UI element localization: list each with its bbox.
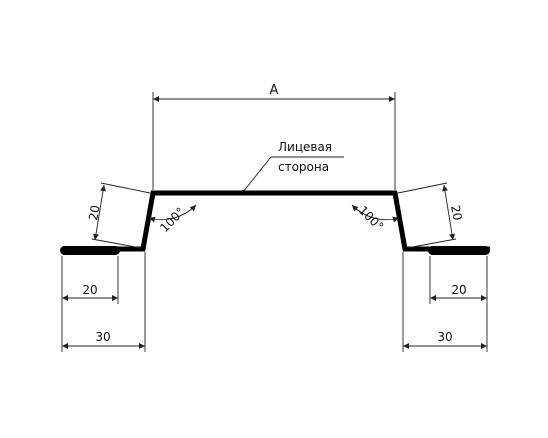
width-left-label: 30	[95, 330, 110, 344]
height-right-ext-bottom	[406, 238, 457, 249]
face-leader	[242, 156, 272, 193]
flange-left-label: 20	[82, 283, 97, 297]
hem-right	[428, 246, 490, 255]
height-right-line	[442, 184, 455, 241]
width-right-label: 30	[437, 330, 452, 344]
angle-arc-right	[351, 204, 400, 223]
angle-label-left: 100°	[157, 205, 187, 235]
angle-arc-left	[148, 204, 197, 223]
height-left-line	[93, 184, 106, 241]
angle-label-right: 100°	[356, 203, 386, 233]
profile-outline	[62, 190, 490, 252]
height-left-ext-top	[100, 182, 151, 194]
face-label-line2: сторона	[278, 160, 329, 174]
dim-a-label: A	[270, 83, 279, 98]
flange-right-label: 20	[451, 283, 466, 297]
face-label-line1: Лицевая	[278, 140, 332, 154]
height-left-label: 20	[86, 204, 102, 221]
height-right-label: 20	[448, 204, 464, 221]
hem-left	[60, 246, 120, 255]
height-right-ext-top	[397, 182, 448, 194]
face-leader-dot	[241, 190, 245, 194]
height-left-ext-bottom	[91, 238, 142, 249]
